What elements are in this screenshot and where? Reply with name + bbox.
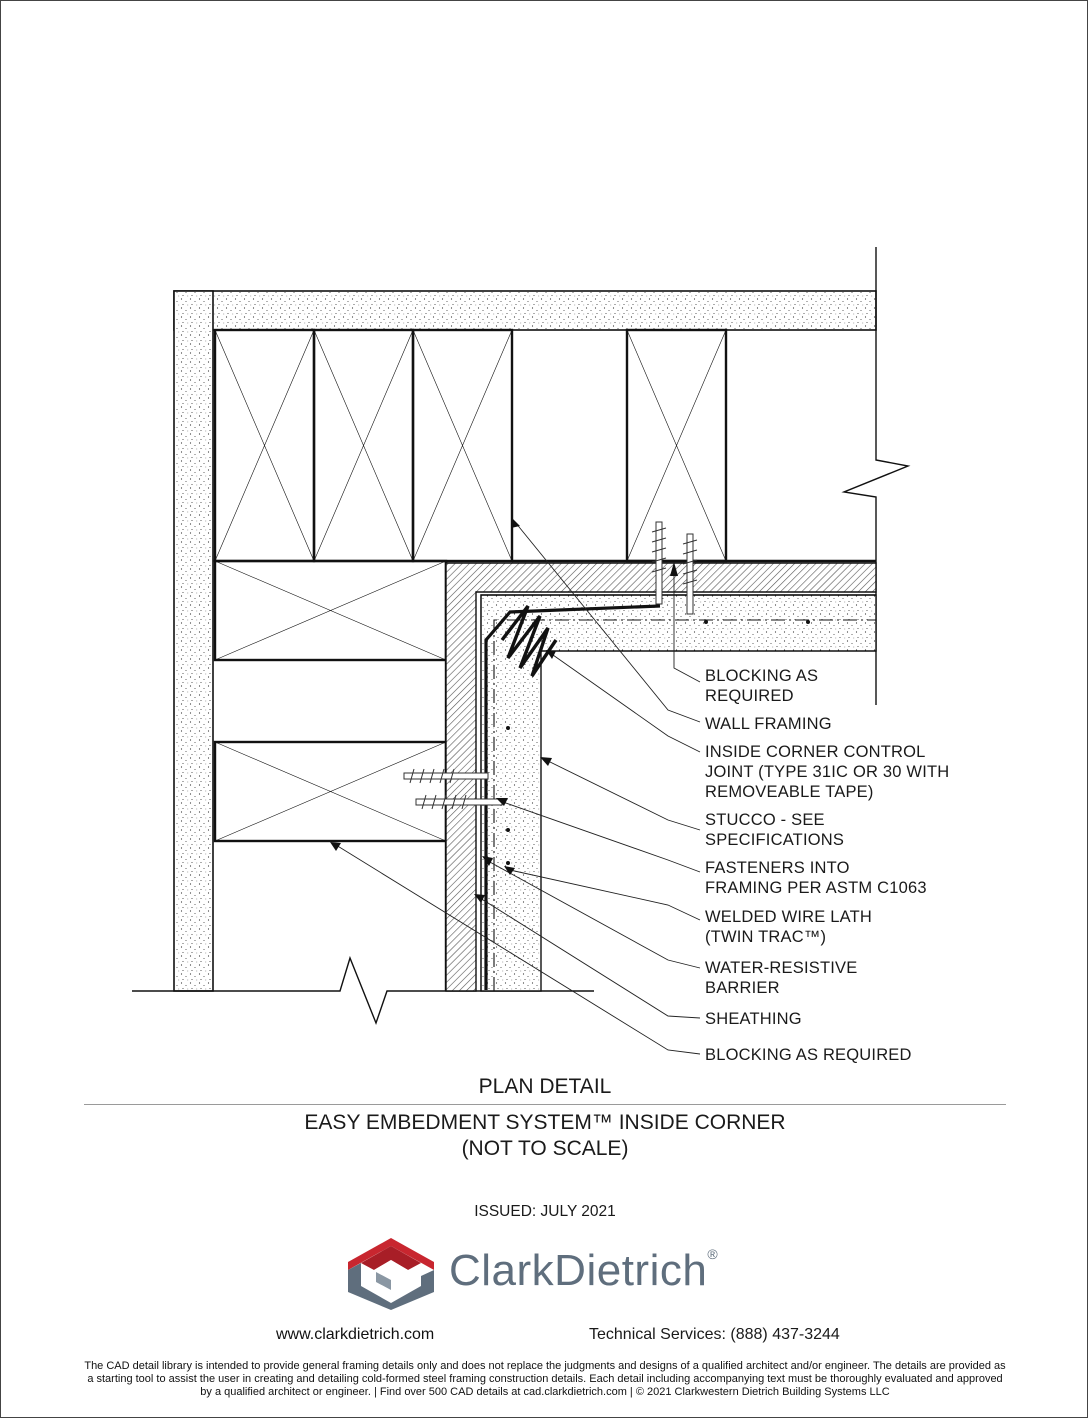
callout-line: WALL FRAMING bbox=[705, 715, 832, 733]
plan-detail-drawing bbox=[132, 247, 911, 1055]
leader-arrowheads bbox=[330, 518, 678, 903]
top-fasteners bbox=[651, 521, 698, 615]
callout-line: (TWIN TRAC™) bbox=[705, 928, 827, 946]
callout-line: WATER-RESISTIVE bbox=[705, 959, 858, 977]
logo-mark-icon bbox=[348, 1238, 434, 1310]
callout-line: SPECIFICATIONS bbox=[705, 831, 845, 849]
leader-lines bbox=[335, 521, 701, 1055]
callout-line: BARRIER bbox=[705, 979, 780, 997]
callout-wrb: WATER-RESISTIVE BARRIER bbox=[705, 958, 857, 998]
lath-dots bbox=[506, 620, 810, 865]
detail-title: EASY EMBEDMENT SYSTEM™ INSIDE CORNER (NO… bbox=[0, 1110, 1090, 1162]
top-wall-board bbox=[173, 290, 877, 331]
callout-blocking-bottom: BLOCKING AS REQUIRED bbox=[705, 1045, 912, 1065]
water-resistive-barrier bbox=[480, 594, 876, 991]
callout-line: INSIDE CORNER CONTROL bbox=[705, 743, 926, 761]
callout-sheathing: SHEATHING bbox=[705, 1009, 802, 1029]
callout-line: STUCCO - SEE bbox=[705, 811, 825, 829]
callout-line: FRAMING PER ASTM C1063 bbox=[705, 879, 927, 897]
callout-line: BLOCKING AS bbox=[705, 667, 819, 685]
website-link[interactable]: www.clarkdietrich.com bbox=[276, 1326, 435, 1343]
callout-line: SHEATHING bbox=[705, 1010, 802, 1028]
callout-line: FASTENERS INTO bbox=[705, 859, 850, 877]
left-wall-board bbox=[173, 290, 214, 992]
callout-line: REMOVEABLE TAPE) bbox=[705, 783, 874, 801]
disclaimer-line: a starting tool to assist the user in cr… bbox=[87, 1373, 1003, 1385]
callout-line: JOINT (TYPE 31IC OR 30 WITH bbox=[705, 763, 950, 781]
break-line-bottom bbox=[132, 955, 594, 1026]
tech-services-phone: Technical Services: (888) 437-3244 bbox=[589, 1326, 840, 1343]
callout-line: REQUIRED bbox=[705, 687, 794, 705]
brand-wordmark: ClarkDietrich® bbox=[449, 1246, 719, 1295]
callout-wall-framing: WALL FRAMING bbox=[705, 714, 832, 734]
callout-stucco: STUCCO - SEE SPECIFICATIONS bbox=[705, 810, 844, 850]
detail-name: EASY EMBEDMENT SYSTEM™ INSIDE CORNER bbox=[304, 1111, 786, 1134]
callout-control-joint: INSIDE CORNER CONTROL JOINT (TYPE 31IC O… bbox=[705, 742, 949, 802]
callout-blocking-top: BLOCKING AS REQUIRED bbox=[705, 666, 818, 706]
detail-scale: (NOT TO SCALE) bbox=[461, 1137, 629, 1160]
callout-fasteners: FASTENERS INTO FRAMING PER ASTM C1063 bbox=[705, 858, 927, 898]
top-wall-framing bbox=[213, 328, 876, 563]
sheathing bbox=[445, 562, 877, 992]
clarkdietrich-logo: ClarkDietrich® bbox=[346, 1236, 746, 1312]
issued-date: ISSUED: JULY 2021 bbox=[474, 1203, 616, 1220]
disclaimer-line: The CAD detail library is intended to pr… bbox=[84, 1360, 1006, 1372]
view-title: PLAN DETAIL bbox=[478, 1075, 612, 1098]
disclaimer: The CAD detail library is intended to pr… bbox=[40, 1360, 1050, 1399]
callout-line: WELDED WIRE LATH bbox=[705, 908, 872, 926]
callout-lath: WELDED WIRE LATH (TWIN TRAC™) bbox=[705, 907, 872, 947]
disclaimer-line: by a qualified architect or engineer. | … bbox=[200, 1386, 890, 1398]
break-line-right bbox=[841, 247, 911, 705]
title-divider bbox=[84, 1104, 1006, 1105]
inside-corner-control-joint bbox=[484, 604, 661, 990]
callout-line: BLOCKING AS REQUIRED bbox=[705, 1046, 912, 1064]
